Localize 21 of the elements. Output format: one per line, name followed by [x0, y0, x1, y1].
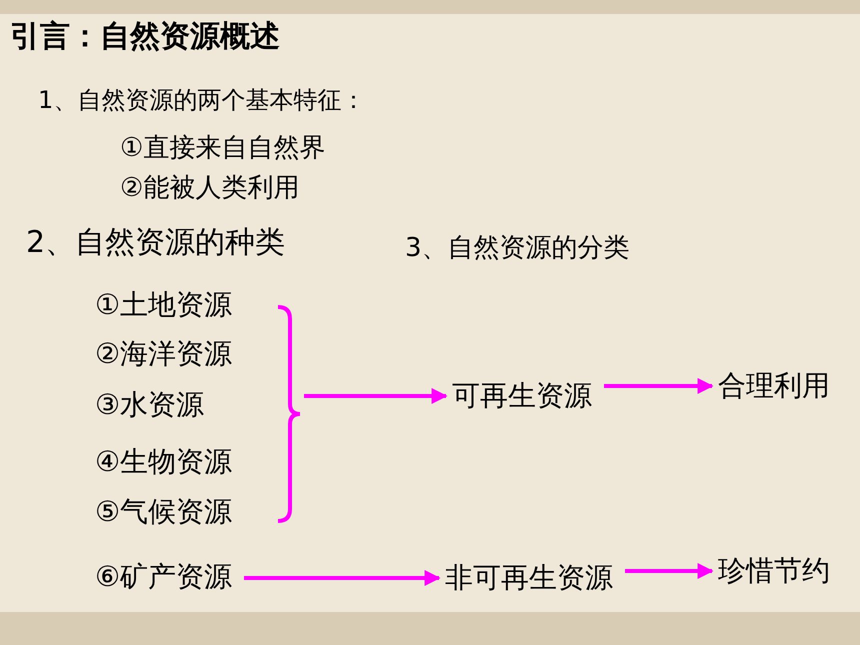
title: 引言：自然资源概述 [10, 18, 280, 56]
resource-label: ②海洋资源 [95, 336, 232, 372]
heading: 1、自然资源的两个基本特征： [38, 85, 366, 116]
curly-brace [276, 305, 302, 523]
resource-label: ①土地资源 [95, 287, 232, 323]
resource-label: ③水资源 [95, 387, 204, 423]
resource-label: 可再生资源 [452, 378, 592, 414]
arrow [304, 388, 448, 404]
arrow [244, 570, 441, 586]
heading: 3、自然资源的分类 [405, 232, 630, 265]
heading: 2、自然资源的种类 [26, 224, 286, 262]
resource-label: ④生物资源 [95, 444, 232, 480]
resource-label: ⑤气候资源 [95, 494, 232, 530]
resource-label: 珍惜节约 [718, 553, 830, 589]
resource-label: ⑥矿产资源 [95, 559, 232, 595]
list-item: ①直接来自自然界 [120, 132, 326, 165]
list-item: ②能被人类利用 [120, 172, 300, 205]
resource-label: 合理利用 [718, 368, 830, 404]
arrow [625, 563, 714, 579]
resource-label: 非可再生资源 [445, 560, 613, 596]
arrow [604, 378, 714, 394]
